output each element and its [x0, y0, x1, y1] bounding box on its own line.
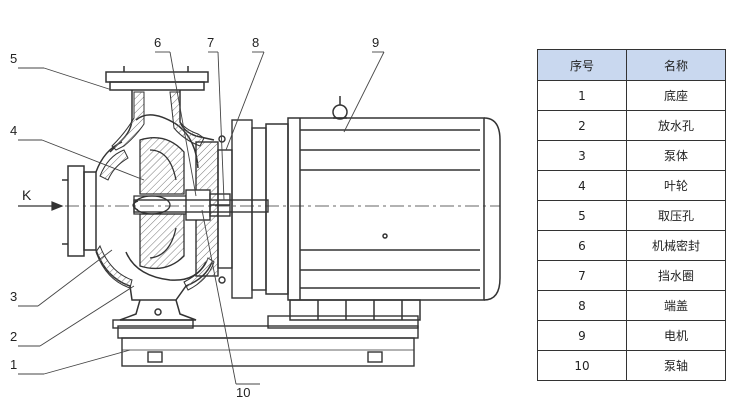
header-number: 序号 — [537, 49, 627, 81]
callout-9: 9 — [372, 35, 380, 50]
row-number: 1 — [537, 80, 627, 111]
callout-10: 10 — [236, 385, 251, 400]
row-part-name: 挡水圈 — [626, 260, 726, 291]
row-number: 2 — [537, 110, 627, 141]
row-number: 5 — [537, 200, 627, 231]
table-row: 3 泵体 — [537, 140, 726, 171]
callout-3: 3 — [10, 289, 18, 304]
callout-1: 1 — [10, 357, 18, 372]
row-part-name: 取压孔 — [626, 200, 726, 231]
callout-2: 2 — [10, 329, 18, 344]
row-number: 4 — [537, 170, 627, 201]
row-part-name: 端盖 — [626, 290, 726, 321]
row-number: 10 — [537, 350, 627, 381]
row-number: 3 — [537, 140, 627, 171]
impeller — [132, 137, 191, 270]
flow-arrow — [18, 201, 64, 211]
row-part-name: 底座 — [626, 80, 726, 111]
row-part-name: 泵轴 — [626, 350, 726, 381]
row-number: 8 — [537, 290, 627, 321]
table-row: 4 叶轮 — [537, 170, 726, 201]
table-row: 8 端盖 — [537, 290, 726, 321]
callout-4: 4 — [10, 123, 18, 138]
table-row: 6 机械密封 — [537, 230, 726, 261]
parts-table-header-row: 序号 名称 — [537, 49, 726, 81]
table-row: 9 电机 — [537, 320, 726, 351]
row-part-name: 叶轮 — [626, 170, 726, 201]
table-row: 5 取压孔 — [537, 200, 726, 231]
header-name: 名称 — [626, 49, 726, 81]
table-row: 1 底座 — [537, 80, 726, 111]
row-number: 6 — [537, 230, 627, 261]
parts-table: 序号 名称 1 底座 2 放水孔 3 泵体 4 叶轮 5 取压孔 — [537, 49, 726, 381]
seal-and-cover — [185, 119, 267, 299]
motor — [265, 96, 501, 321]
row-part-name: 机械密封 — [626, 230, 726, 261]
callout-6: 6 — [154, 35, 162, 50]
row-part-name: 电机 — [626, 320, 726, 351]
row-part-name: 放水孔 — [626, 110, 726, 141]
table-row: 2 放水孔 — [537, 110, 726, 141]
callout-8: 8 — [252, 35, 260, 50]
row-number: 7 — [537, 260, 627, 291]
row-part-name: 泵体 — [626, 140, 726, 171]
callout-k: K — [22, 187, 32, 203]
table-row: 10 泵轴 — [537, 350, 726, 381]
callout-7: 7 — [207, 35, 215, 50]
table-row: 7 挡水圈 — [537, 260, 726, 291]
leader-lines — [18, 51, 385, 385]
callout-5: 5 — [10, 51, 18, 66]
base-plate — [112, 315, 419, 367]
pump-shaft — [40, 199, 500, 213]
row-number: 9 — [537, 320, 627, 351]
